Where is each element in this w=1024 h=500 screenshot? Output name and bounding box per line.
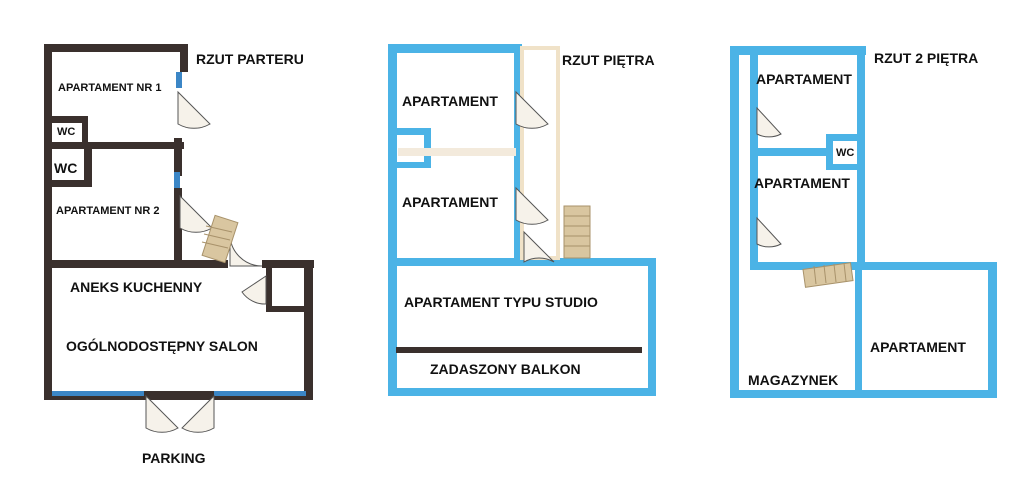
second-inner-left — [750, 52, 758, 270]
first-outer-left — [388, 44, 397, 396]
first-floor-title: RZUT PIĘTRA — [562, 52, 655, 68]
first-door-studio — [523, 230, 555, 263]
ground-door-apt1 — [177, 90, 211, 129]
ground-wc2-wall-side — [84, 149, 92, 187]
first-beam-horizontal — [398, 148, 516, 156]
first-door-top — [515, 90, 549, 129]
ground-outer-wall — [44, 44, 52, 400]
ground-wc2-wall-bottom — [44, 180, 92, 187]
room-label-common-salon: OGÓLNODOSTĘPNY SALON — [66, 338, 258, 354]
room-label-first-apartment-mid: APARTAMENT — [402, 194, 498, 210]
room-label-apartment-2: APARTAMENT NR 2 — [56, 205, 160, 217]
ground-top-wall — [44, 44, 188, 52]
second-outer-left — [730, 46, 739, 398]
ground-partition-right-low — [174, 188, 182, 268]
ground-door-hall — [229, 233, 263, 267]
room-label-covered-balcony: ZADASZONY BALKON — [430, 361, 581, 377]
ground-apt1-wall — [44, 142, 184, 149]
room-label-storage: MAGAZYNEK — [748, 372, 839, 388]
label-parking: PARKING — [142, 450, 206, 466]
second-apt-top-bottom — [750, 148, 826, 156]
room-label-second-wc: WC — [836, 147, 855, 159]
ground-partition-right-mid — [174, 138, 182, 176]
ground-right-wall — [304, 260, 313, 400]
second-wc-top — [826, 134, 860, 141]
second-door-top — [756, 106, 782, 138]
second-door-mid — [756, 216, 782, 248]
ground-closet-left — [266, 266, 272, 312]
room-label-studio: APARTAMENT TYPU STUDIO — [404, 294, 598, 310]
ground-window-right-2 — [174, 172, 180, 188]
first-stairs — [563, 205, 591, 259]
first-door-mid — [515, 186, 549, 225]
second-stairs — [802, 262, 854, 288]
ground-wc1-wall — [52, 116, 88, 123]
room-label-kitchenette: ANEKS KUCHENNY — [70, 279, 203, 295]
ground-entrance-door-right — [181, 394, 215, 433]
ground-wc1-wall-side — [82, 116, 88, 146]
second-right-upper — [857, 46, 865, 270]
ground-floor-title: RZUT PARTERU — [196, 51, 304, 67]
ground-door-apt2 — [179, 194, 213, 233]
first-bottom-wall — [388, 388, 656, 396]
second-wc-left — [826, 134, 833, 170]
ground-entrance-door-left — [145, 394, 179, 433]
first-nook-bottom — [396, 162, 430, 168]
ground-stairs — [201, 214, 239, 264]
room-label-second-apartment-top: APARTAMENT — [756, 71, 852, 87]
first-right-wall — [648, 258, 656, 396]
first-nook-top — [396, 128, 430, 135]
first-inner-wall — [514, 44, 522, 266]
first-light-column — [520, 46, 560, 260]
first-outer-top — [388, 44, 520, 53]
second-apt-mid-bottom — [750, 262, 996, 270]
ground-closet-bottom — [266, 306, 312, 312]
second-outer-top — [730, 46, 866, 55]
ground-window-bottom-left — [52, 391, 144, 396]
room-label-wc-2: WC — [54, 160, 78, 176]
first-studio-top-wall — [388, 258, 656, 266]
second-wc-bottom — [826, 164, 860, 170]
first-floor-plan — [388, 44, 656, 396]
ground-window-bottom-right — [214, 391, 306, 396]
ground-bottom-wall — [44, 391, 313, 400]
ground-living-top-wall — [44, 260, 228, 268]
room-label-second-apartment-mid: APARTAMENT — [754, 175, 850, 191]
room-label-second-apartment-right: APARTAMENT — [870, 339, 966, 355]
second-bottom-wall — [730, 390, 997, 398]
first-balcony-rail — [396, 347, 642, 353]
room-label-wc-1: WC — [57, 126, 76, 138]
second-storage-divider — [855, 270, 862, 392]
ground-living-top-wall-right — [262, 260, 314, 268]
ground-partition-right-upper — [180, 44, 188, 72]
second-outer-right — [988, 262, 997, 398]
ground-window-right-1 — [176, 72, 182, 88]
second-floor-title: RZUT 2 PIĘTRA — [874, 50, 979, 66]
ground-floor-plan — [44, 44, 314, 433]
ground-door-kitchen — [241, 275, 267, 305]
room-label-first-apartment-top: APARTAMENT — [402, 93, 498, 109]
room-label-apartment-1: APARTAMENT NR 1 — [58, 82, 162, 94]
second-floor-plan — [730, 46, 997, 398]
